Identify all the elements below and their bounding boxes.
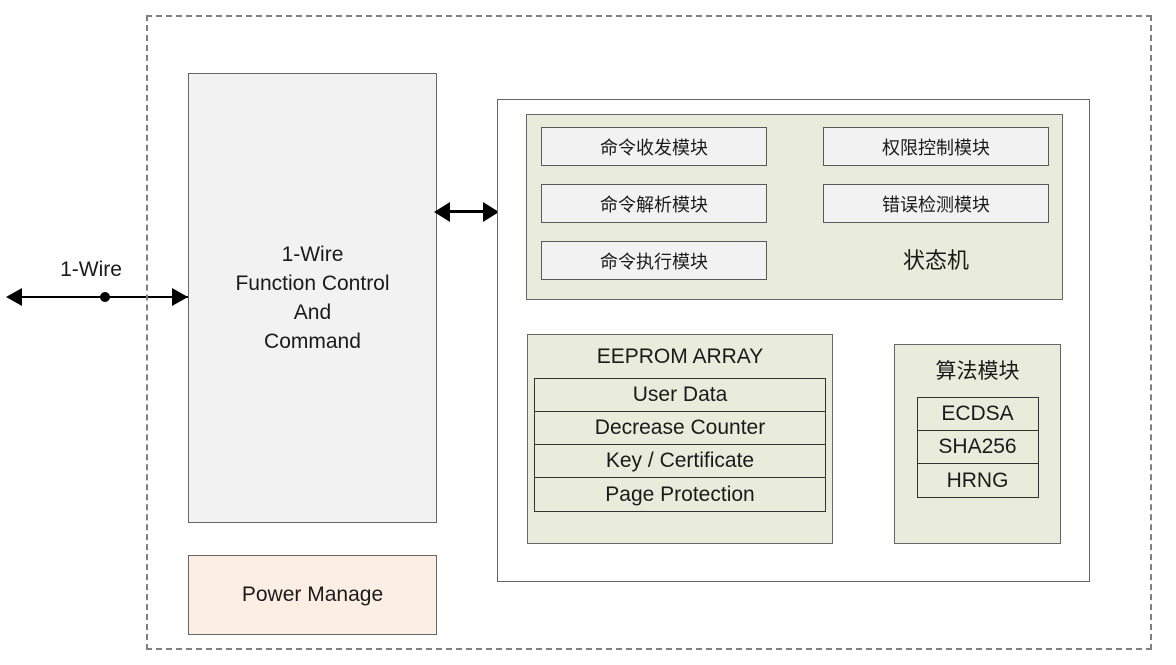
bus-junction-dot-icon: [100, 292, 110, 302]
module-command-parse: 命令解析模块: [541, 184, 767, 223]
bus-arrow-right-icon: [172, 288, 188, 306]
connector-line: [444, 210, 490, 213]
algorithm-row-sha256: SHA256: [917, 431, 1038, 464]
module-command-transceive: 命令收发模块: [541, 127, 767, 166]
algorithm-row-ecdsa: ECDSA: [917, 398, 1038, 431]
command-module-column-left: 命令收发模块 命令解析模块 命令执行模块: [541, 127, 767, 280]
command-panel: 命令收发模块 命令解析模块 命令执行模块 权限控制模块 错误检测模块 状态机: [526, 114, 1063, 300]
command-module-column-right: 权限控制模块 错误检测模块: [823, 127, 1049, 223]
algorithm-module-block: 算法模块 ECDSA SHA256 HRNG: [894, 344, 1061, 544]
state-machine-label: 状态机: [902, 248, 969, 273]
module-command-execute: 命令执行模块: [541, 241, 767, 280]
external-bus-label: 1-Wire: [60, 258, 122, 281]
eeprom-array-block: EEPROM ARRAY User Data Decrease Counter …: [527, 334, 833, 544]
bus-arrow-left-icon: [6, 288, 22, 306]
power-manage-block: Power Manage: [188, 555, 437, 635]
eeprom-row-page-protection: Page Protection: [605, 482, 755, 506]
module-error-detection: 错误检测模块: [823, 184, 1049, 223]
algorithm-module-title: 算法模块: [935, 360, 1020, 383]
algorithm-row-hrng: HRNG: [946, 468, 1009, 492]
module-permission-control: 权限控制模块: [823, 127, 1049, 166]
function-control-label: 1-Wire Function Control And Command: [235, 243, 390, 353]
eeprom-row-key-certificate: Key / Certificate: [535, 445, 825, 478]
connector-arrow-right-icon: [483, 202, 499, 222]
algorithm-row-list: ECDSA SHA256 HRNG: [916, 397, 1039, 498]
eeprom-row-decrease-counter: Decrease Counter: [535, 412, 825, 445]
eeprom-array-title: EEPROM ARRAY: [596, 345, 764, 368]
chip-boundary: [146, 15, 1152, 650]
eeprom-row-list: User Data Decrease Counter Key / Certifi…: [534, 378, 826, 512]
eeprom-row-user-data: User Data: [535, 379, 825, 412]
connector-arrow-left-icon: [434, 202, 450, 222]
function-control-block: 1-Wire Function Control And Command: [188, 73, 437, 523]
core-container: 命令收发模块 命令解析模块 命令执行模块 权限控制模块 错误检测模块 状态机 E…: [497, 99, 1090, 582]
